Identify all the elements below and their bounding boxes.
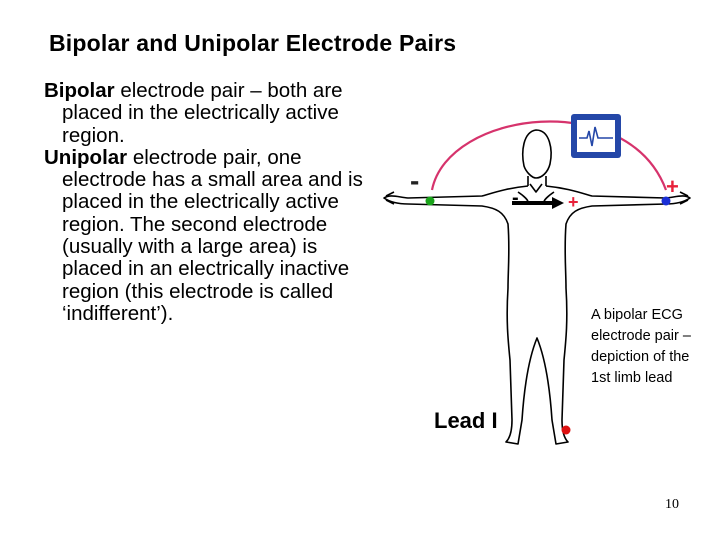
slide-title: Bipolar and Unipolar Electrode Pairs (49, 30, 457, 56)
leg-electrode (561, 425, 571, 435)
minus-sign-chest: - (512, 187, 519, 209)
figure-caption: A bipolar ECG electrode pair – depiction… (591, 307, 691, 386)
bipolar-description: electrode pair – both are placed in the … (62, 79, 343, 147)
right-arm-electrode (661, 196, 671, 206)
left-arm-electrode (425, 196, 435, 206)
lead-label: Lead I (434, 408, 498, 433)
bipolar-term: Bipolar (44, 79, 115, 102)
ecg-lead-diagram: - + - + Lead I (383, 114, 691, 445)
slide-body: Bipolar electrode pair – both are placed… (44, 79, 364, 325)
bipolar-paragraph: Bipolar electrode pair – both are placed… (44, 79, 364, 147)
ecg-cable (430, 120, 668, 191)
unipolar-term: Unipolar (44, 145, 128, 169)
unipolar-paragraph: Unipolar electrode pair, one electrode h… (44, 145, 364, 325)
lead-arrow (512, 197, 564, 209)
human-body-figure (383, 129, 691, 445)
plus-sign-chest: + (568, 192, 579, 212)
plus-sign-right: + (666, 174, 679, 199)
unipolar-description: electrode pair, one electrode has a smal… (62, 145, 363, 325)
minus-sign: - (410, 165, 419, 196)
page-number: 10 (665, 497, 679, 512)
ecg-monitor-icon (571, 114, 621, 158)
